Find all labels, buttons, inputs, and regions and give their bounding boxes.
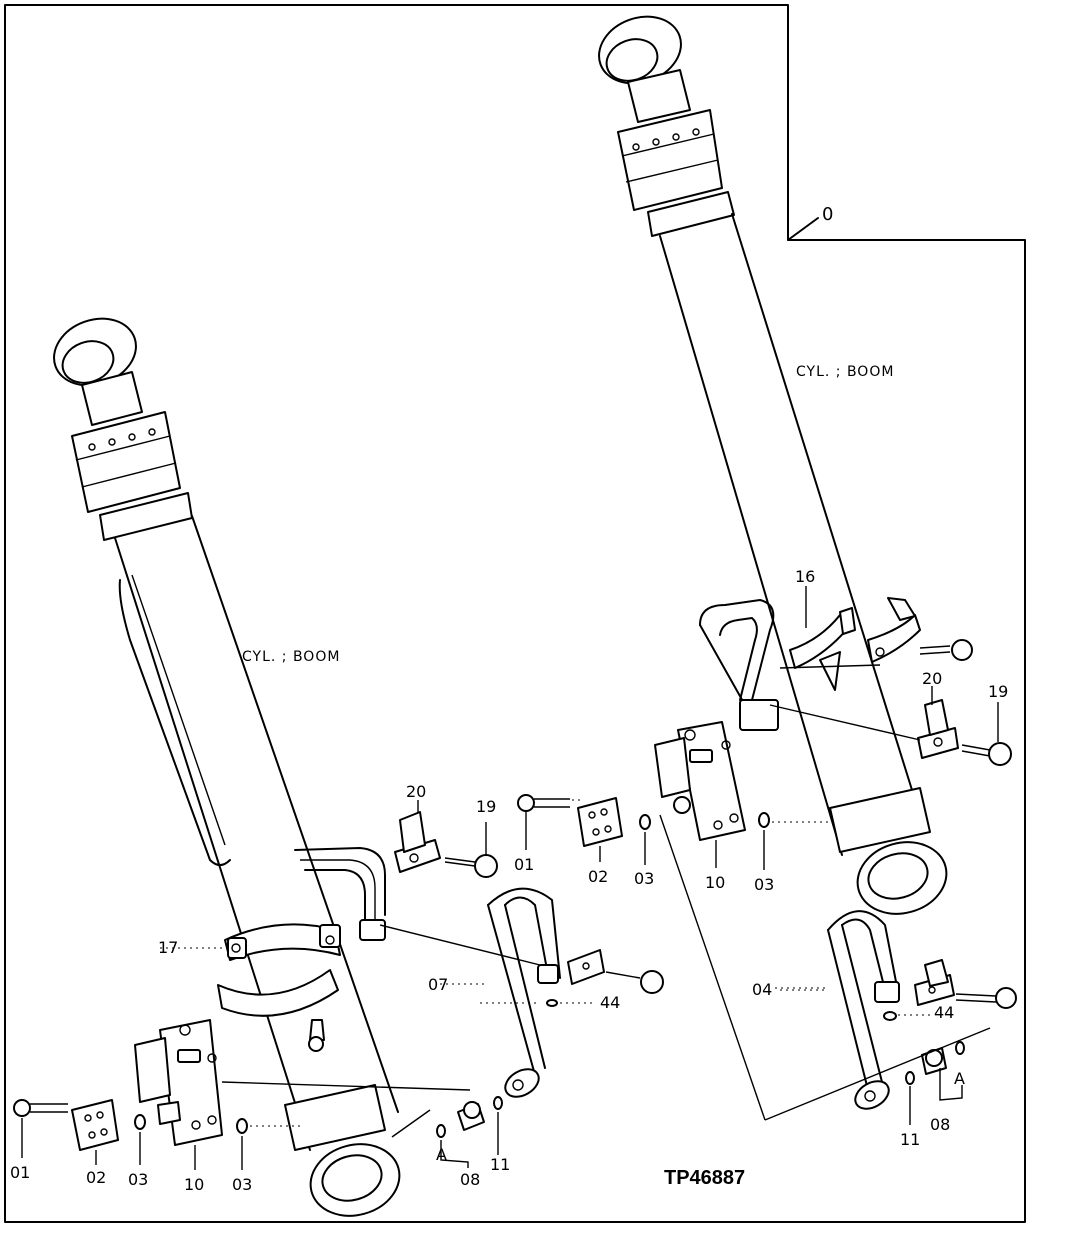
marker-leader bbox=[787, 217, 819, 241]
callout-right-44: 44 bbox=[934, 1003, 954, 1022]
callout-right-a: A bbox=[954, 1069, 965, 1088]
callout-left-01: 01 bbox=[10, 1163, 30, 1182]
left-boom-cylinder: CYL. ; BOOM bbox=[53, 317, 401, 1217]
variant-marker: 0 bbox=[822, 204, 833, 225]
callout-right-10: 10 bbox=[705, 873, 725, 892]
right-callouts: 01 02 03 10 03 16 20 19 04 44 A 08 11 bbox=[514, 567, 1008, 1149]
callout-right-03b: 03 bbox=[754, 875, 774, 894]
left-fittings bbox=[436, 1096, 503, 1138]
callout-left-44: 44 bbox=[600, 993, 620, 1012]
callout-right-19: 19 bbox=[988, 682, 1008, 701]
callout-left-02: 02 bbox=[86, 1168, 106, 1187]
left-bracket-20 bbox=[394, 811, 498, 878]
callout-left-07: 07 bbox=[428, 975, 448, 994]
right-valve-block bbox=[517, 721, 770, 847]
left-cylinder-caption: CYL. ; BOOM bbox=[242, 649, 340, 665]
callout-left-08: 08 bbox=[460, 1170, 480, 1189]
callout-right-08: 08 bbox=[930, 1115, 950, 1134]
right-bracket-small bbox=[914, 959, 1017, 1009]
callout-right-01: 01 bbox=[514, 855, 534, 874]
callout-left-a: A bbox=[436, 1145, 447, 1164]
right-bracket-20 bbox=[917, 699, 1012, 766]
callout-left-03a: 03 bbox=[128, 1170, 148, 1189]
left-clamp-assembly bbox=[217, 847, 386, 1052]
callout-right-16: 16 bbox=[795, 567, 815, 586]
figure-code: TP46887 bbox=[664, 1167, 745, 1189]
callout-right-04: 04 bbox=[752, 980, 772, 999]
callout-left-17: 17 bbox=[158, 938, 178, 957]
callout-right-02: 02 bbox=[588, 867, 608, 886]
right-pipe-04 bbox=[827, 910, 900, 1110]
left-bracket-small bbox=[567, 949, 664, 994]
right-cylinder-caption: CYL. ; BOOM bbox=[796, 364, 894, 380]
right-boom-cylinder: CYL. ; BOOM bbox=[598, 15, 948, 915]
callout-right-11: 11 bbox=[900, 1130, 920, 1149]
diagram-frame bbox=[4, 4, 1026, 1223]
callout-left-10: 10 bbox=[184, 1175, 204, 1194]
left-callouts: 01 02 03 10 03 A 08 11 17 07 44 20 19 bbox=[10, 782, 620, 1194]
callout-left-19: 19 bbox=[476, 797, 496, 816]
callout-left-20: 20 bbox=[406, 782, 426, 801]
callout-right-03a: 03 bbox=[634, 869, 654, 888]
left-valve-block bbox=[13, 1019, 248, 1151]
callout-right-20: 20 bbox=[922, 669, 942, 688]
right-clamp-assembly bbox=[699, 597, 973, 731]
left-pipe-07 bbox=[487, 887, 561, 1098]
callout-left-03b: 03 bbox=[232, 1175, 252, 1194]
callout-left-11: 11 bbox=[490, 1155, 510, 1174]
